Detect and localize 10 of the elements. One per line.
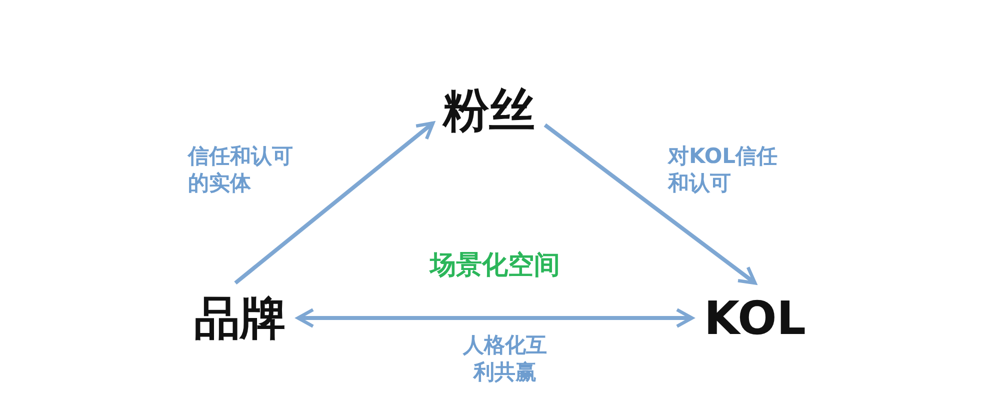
arrow <box>296 308 694 328</box>
node-label: 粉丝 <box>443 87 535 133</box>
arrow <box>234 121 435 285</box>
edge-label: 人格化互利共赢 <box>462 332 548 386</box>
arrow <box>544 123 757 285</box>
edge-label: 信任和认可的实体 <box>188 143 294 198</box>
node-label: 品牌 <box>194 295 286 341</box>
edge-label: 对KOL信任和认可 <box>668 143 779 198</box>
node-label: KOL <box>704 295 806 341</box>
scene-label: 场景化空间 <box>430 250 560 282</box>
